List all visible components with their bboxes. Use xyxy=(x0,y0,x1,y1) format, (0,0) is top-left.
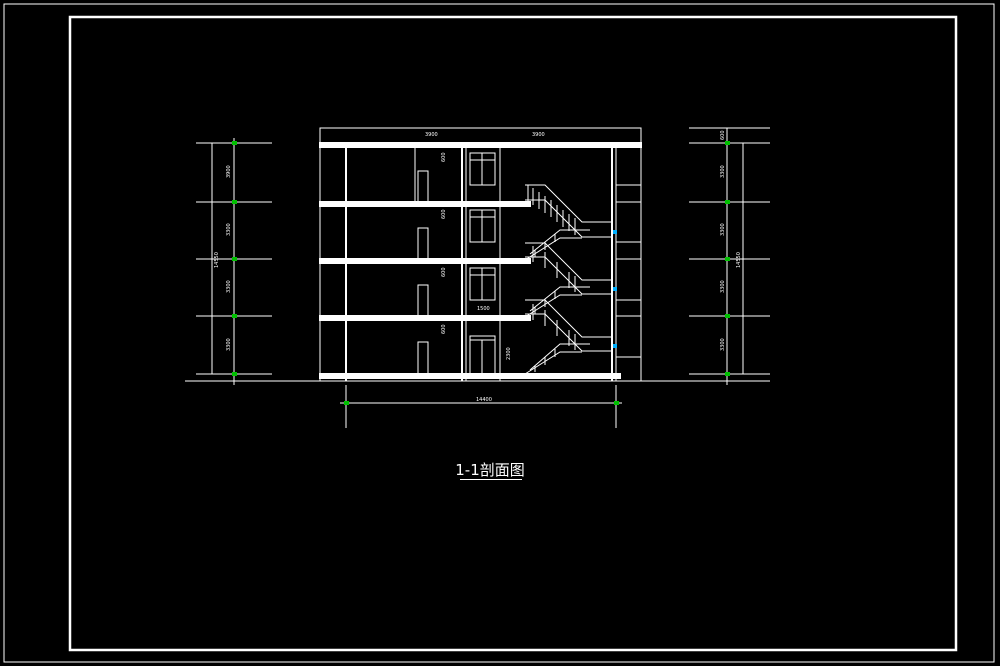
right-floor-dim-1: 3300 xyxy=(720,165,726,178)
sill-dim-2: 600 xyxy=(441,209,447,219)
left-floor-dim-4: 3300 xyxy=(226,338,232,351)
windows xyxy=(469,152,496,375)
door-floor3 xyxy=(417,227,429,260)
title-underline xyxy=(460,479,522,480)
sill-dim-3: 600 xyxy=(441,267,447,277)
roof-dim-2: 3900 xyxy=(532,132,545,138)
floor-slabs xyxy=(319,142,642,379)
roof-dim-1: 3900 xyxy=(425,132,438,138)
drawing-title: 1-1剖面图 xyxy=(455,461,525,479)
sill-dim-4: 600 xyxy=(441,324,447,334)
door-width-dim: 1500 xyxy=(477,306,490,312)
building-section xyxy=(185,127,770,382)
door-floor4 xyxy=(417,170,429,203)
door-floor1 xyxy=(417,341,429,375)
right-floor-dim-2: 3300 xyxy=(720,223,726,236)
right-total-dim: 14550 xyxy=(736,252,742,268)
bottom-dimension xyxy=(340,385,622,428)
door-height-dim: 2300 xyxy=(506,347,512,360)
sill-dim-1: 600 xyxy=(441,152,447,162)
bottom-dim-ticks xyxy=(344,401,619,405)
dimension-texts: 14400 3900 3900 3900 3300 3300 3300 1455… xyxy=(214,130,742,403)
right-dimension-chain xyxy=(689,127,770,385)
roof-parapet xyxy=(319,127,642,144)
overall-width-label: 14400 xyxy=(476,397,492,403)
door-floor2 xyxy=(417,284,429,317)
outer-frame xyxy=(3,3,995,663)
left-total-dim: 14550 xyxy=(214,252,220,268)
left-dimension-chain xyxy=(196,138,272,385)
left-floor-dim-2: 3300 xyxy=(226,223,232,236)
inner-frame xyxy=(68,15,958,652)
left-dim-ticks xyxy=(232,141,237,376)
right-parapet-dim: 600 xyxy=(720,130,726,140)
stairs xyxy=(524,184,612,375)
right-floor-dim-3: 3300 xyxy=(720,280,726,293)
stair-accents xyxy=(613,230,617,348)
left-floor-dim-3: 3300 xyxy=(226,280,232,293)
right-dim-ticks xyxy=(725,141,730,376)
left-floor-dim-1: 3900 xyxy=(226,165,232,178)
facade-panels xyxy=(616,184,641,358)
right-floor-dim-4: 3300 xyxy=(720,338,726,351)
